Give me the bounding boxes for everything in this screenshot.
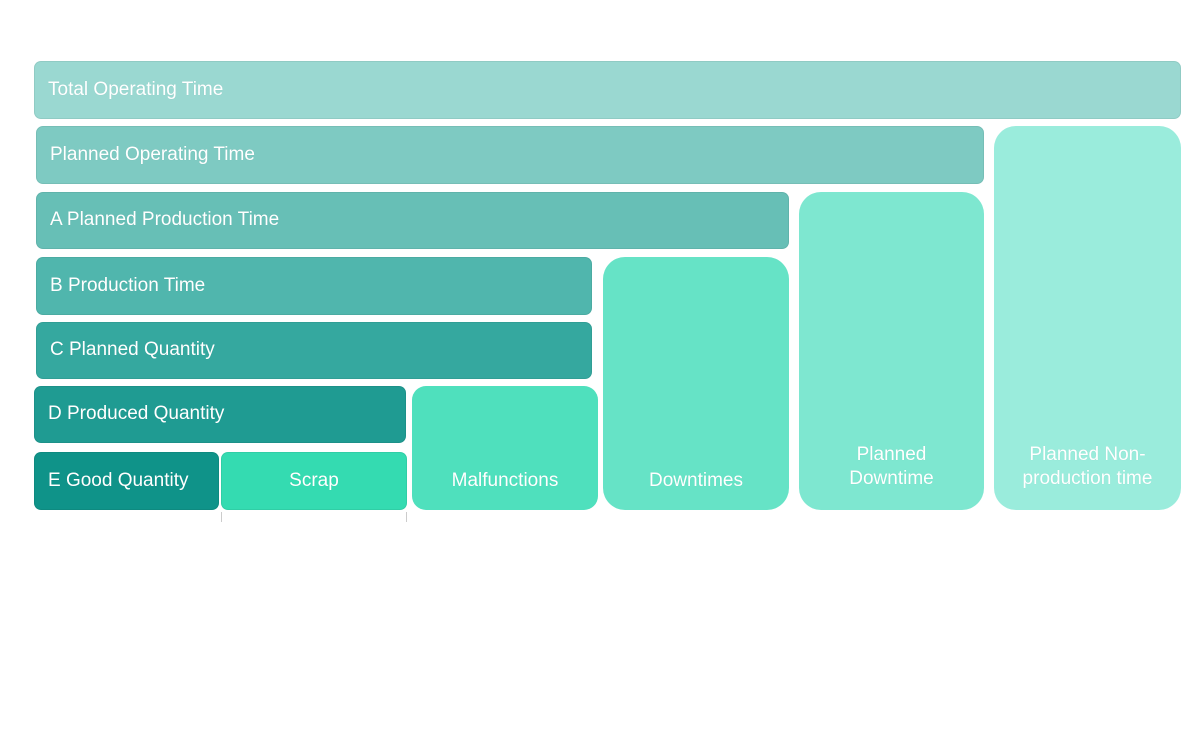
scrap-block: Scrap <box>221 452 407 510</box>
scrap-label: Scrap <box>289 469 339 491</box>
planned-downtime-block: Planned Downtime <box>799 192 984 510</box>
planned-quantity-label: C Planned Quantity <box>50 339 215 361</box>
good-quantity-label: E Good Quantity <box>48 469 189 491</box>
planned-non-production-time-label: Planned Non-production time <box>1022 443 1153 490</box>
malfunctions-label: Malfunctions <box>451 470 559 492</box>
production-time-block: B Production Time <box>36 257 592 315</box>
produced-quantity-block: D Produced Quantity <box>34 386 406 443</box>
total-operating-time-block: Total Operating Time <box>34 61 1181 119</box>
planned-non-production-time-block: Planned Non-production time <box>994 126 1181 510</box>
produced-quantity-label: D Produced Quantity <box>48 403 225 425</box>
planned-production-time-label: A Planned Production Time <box>50 209 280 231</box>
total-operating-time-label: Total Operating Time <box>48 78 224 100</box>
planned-production-time-block: A Planned Production Time <box>36 192 789 249</box>
divider-tick <box>406 512 407 522</box>
production-time-label: B Production Time <box>50 274 206 296</box>
malfunctions-block: Malfunctions <box>412 386 598 510</box>
planned-operating-time-label: Planned Operating Time <box>50 143 255 165</box>
divider-tick <box>221 512 222 522</box>
downtimes-label: Downtimes <box>649 470 743 492</box>
downtimes-block: Downtimes <box>603 257 789 510</box>
planned-quantity-block: C Planned Quantity <box>36 322 592 379</box>
planned-operating-time-block: Planned Operating Time <box>36 126 984 184</box>
planned-downtime-label: Planned Downtime <box>849 443 934 490</box>
good-quantity-block: E Good Quantity <box>34 452 219 510</box>
